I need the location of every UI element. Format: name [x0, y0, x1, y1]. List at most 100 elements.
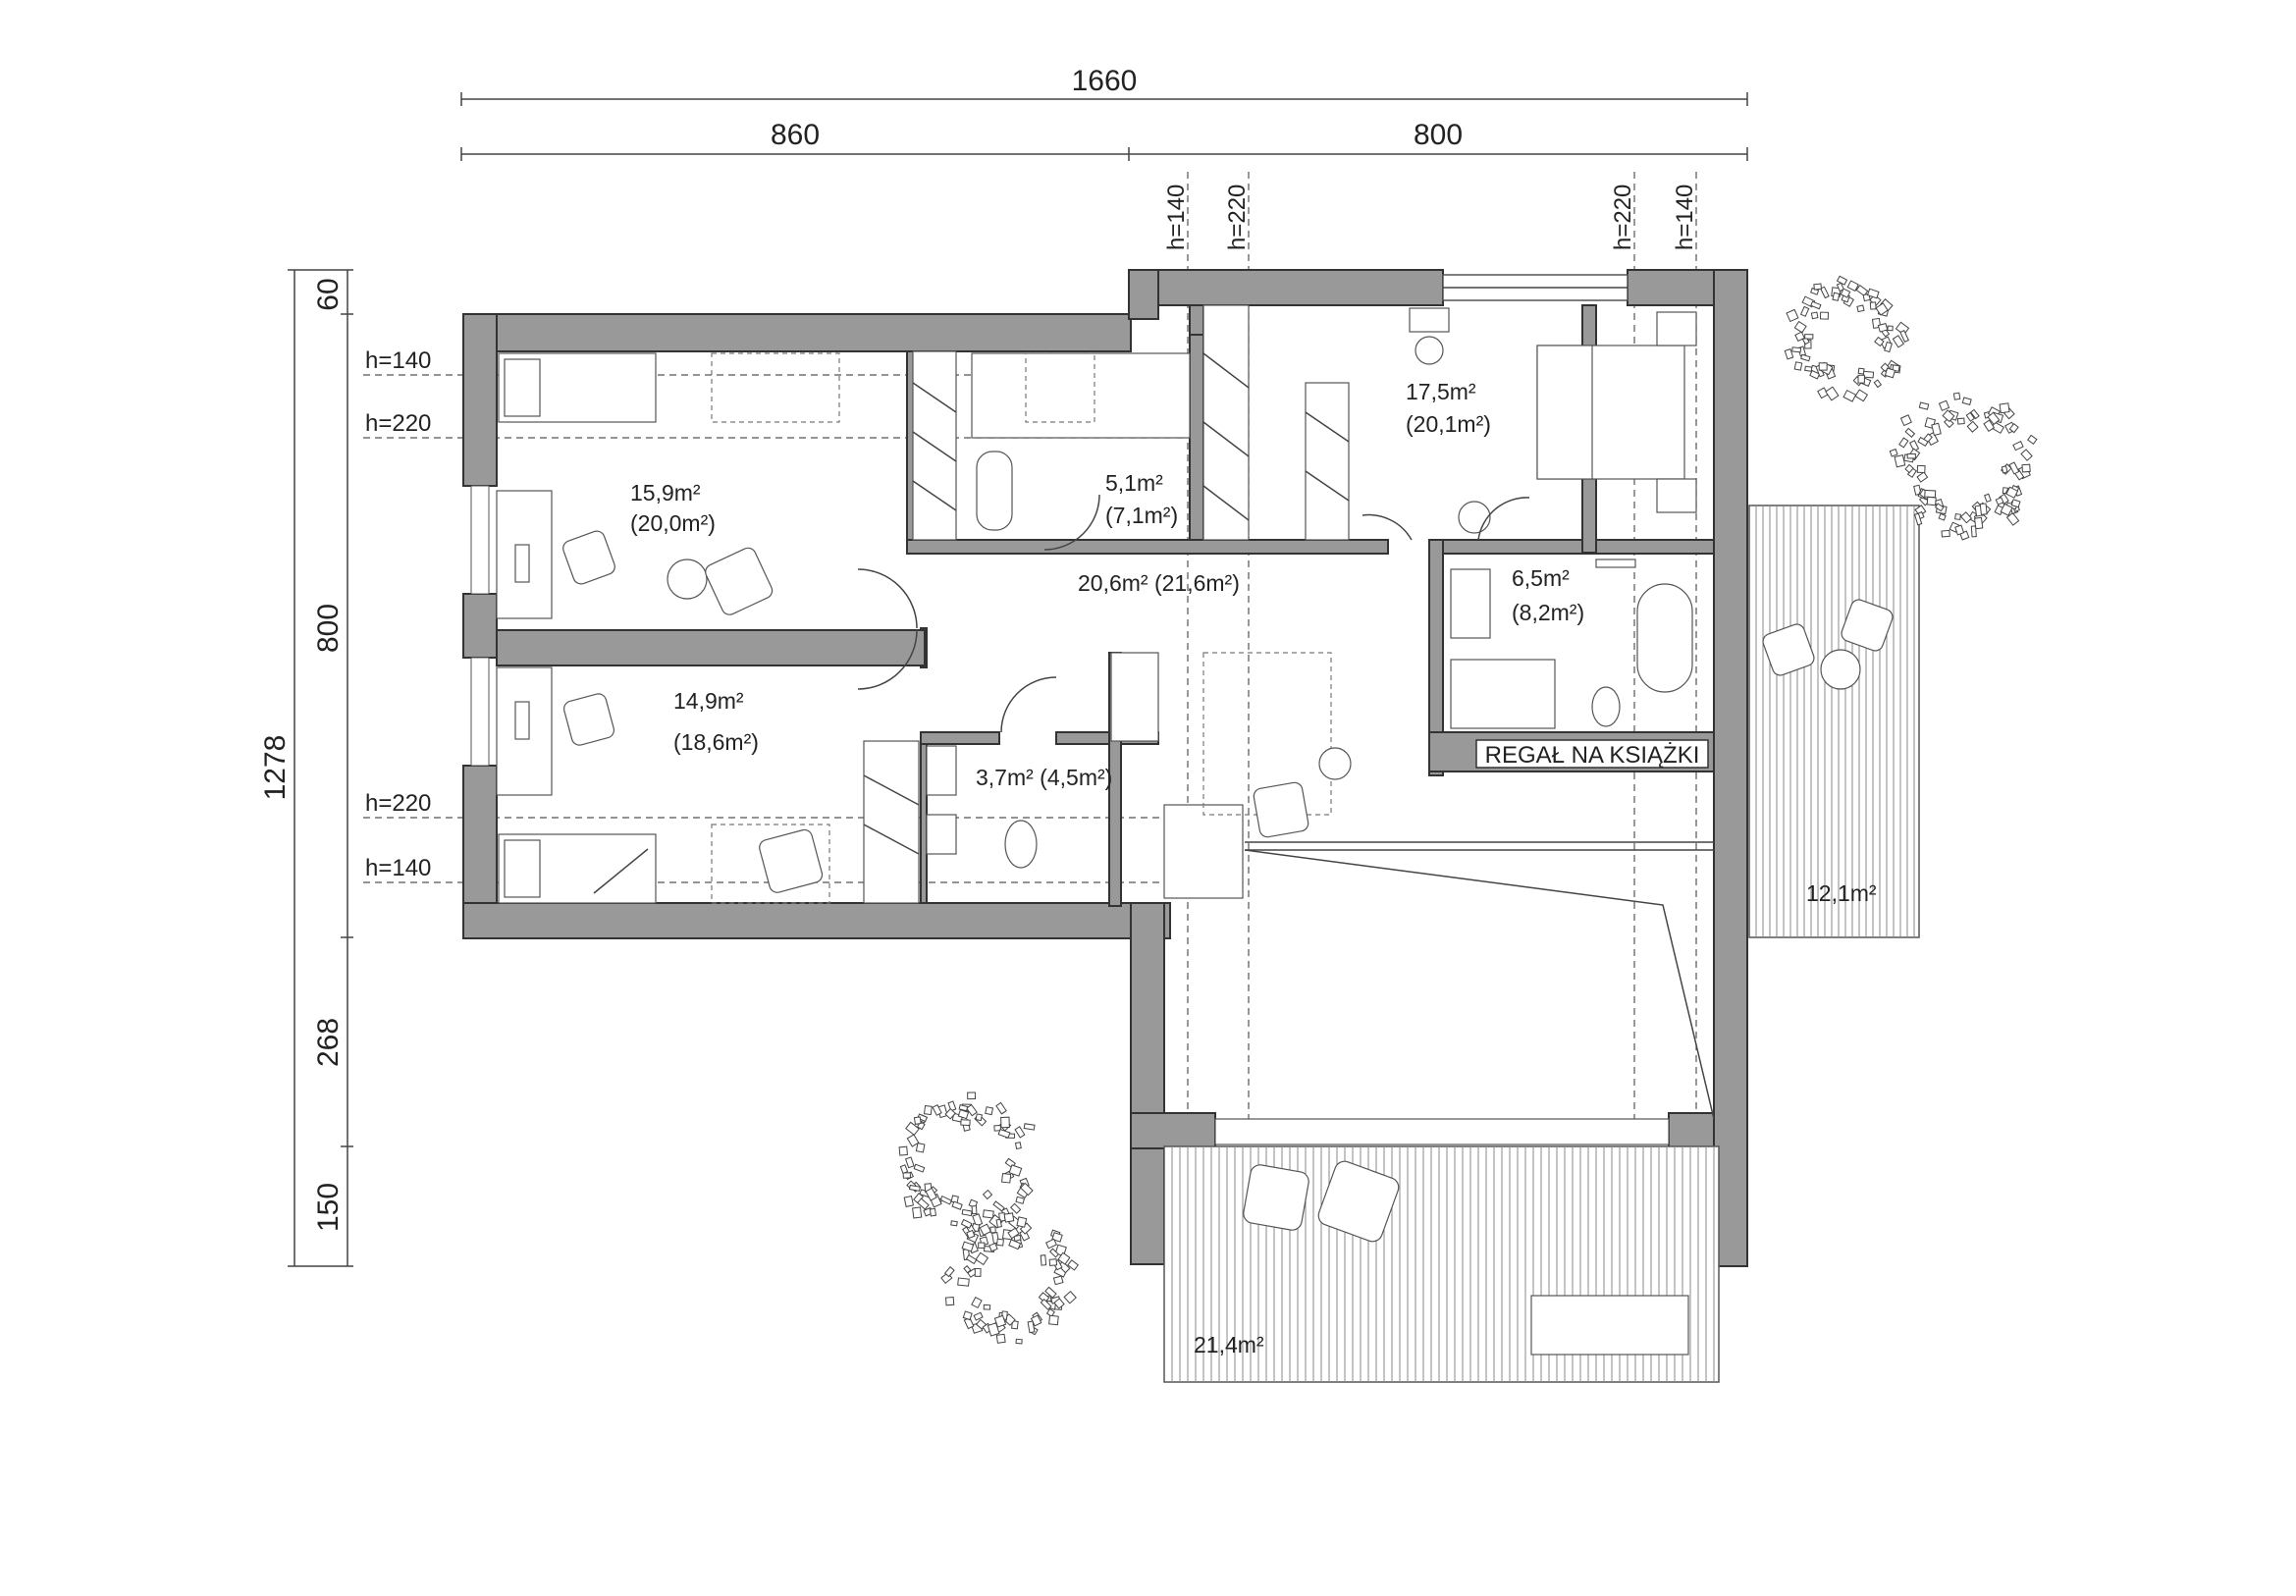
shrub-leaf	[974, 1267, 982, 1277]
shrub-leaf	[1045, 1307, 1055, 1317]
shrub-leaf	[2027, 434, 2038, 445]
shrub-leaf	[1011, 1320, 1019, 1330]
wc-area: 3,7m² (4,5m²)	[976, 765, 1112, 790]
shrub-leaf	[1020, 1182, 1034, 1197]
shrub-leaf	[1786, 308, 1799, 323]
shrub-leaf	[1906, 452, 1916, 459]
shrub-leaf	[1813, 283, 1823, 291]
shrub-leaf	[1899, 414, 1912, 427]
shrub-leaf	[1856, 304, 1865, 313]
shrub-leaf	[1048, 1258, 1058, 1266]
shrub-leaf	[960, 1218, 973, 1229]
shrub-leaf	[917, 1197, 930, 1210]
shrub-leaf	[1854, 389, 1869, 402]
shrub-leaf	[1987, 411, 2001, 426]
shrub-leaf	[1001, 1172, 1012, 1184]
shrub-leaf	[1983, 419, 1996, 432]
shrub-leaf	[943, 1266, 955, 1278]
shrub-leaf	[1895, 321, 1910, 336]
dim-total-height: 1278	[259, 735, 292, 801]
shrub-leaf	[903, 1195, 915, 1207]
shrub-leaf	[965, 1253, 978, 1265]
shrub-leaf	[995, 1238, 1004, 1247]
shrub-leaf	[1857, 367, 1865, 375]
shrub-leaf	[995, 1333, 1006, 1344]
shrub-leaf	[1040, 1254, 1047, 1266]
shrub-leaf	[1804, 365, 1813, 372]
dim-main-height: 800	[312, 604, 345, 653]
shrub-leaf	[1023, 1123, 1036, 1131]
dim-lower-height: 268	[312, 1018, 345, 1067]
shrub-leaf	[983, 1303, 991, 1310]
shrub-leaf	[1819, 311, 1829, 320]
shrub-leaf	[973, 1311, 984, 1321]
shrub-leaf	[1855, 285, 1869, 296]
room2-furniture	[496, 666, 920, 904]
shrub-leaf	[1904, 463, 1914, 474]
shrub-leaf	[1913, 512, 1923, 526]
shrub-leaf	[1045, 1238, 1057, 1250]
shrub-leaf	[1884, 367, 1896, 379]
shrub-leaf	[1003, 1212, 1015, 1223]
shrub-leaf	[958, 1104, 969, 1112]
dim-bottom-height: 150	[312, 1183, 345, 1232]
shrub-leaf	[1067, 1259, 1080, 1271]
shrub-leaf	[989, 1226, 996, 1234]
shrub-leaf	[1820, 286, 1830, 299]
shrub-leaf	[957, 1108, 970, 1120]
shrub-leaf	[1016, 1216, 1028, 1228]
room1-furniture	[496, 350, 957, 619]
shrub-leaf	[2020, 449, 2033, 461]
height-label-top-3: h=220	[1610, 185, 1636, 250]
hall-furniture	[1163, 652, 1715, 1120]
shrub-leaf	[1979, 503, 1988, 515]
shrub-leaf	[1904, 427, 1916, 438]
bookshelf-label: REGAŁ NA KSIĄŻKI	[1485, 742, 1700, 769]
shrub-leaf	[912, 1206, 923, 1219]
bathroom-furniture	[1450, 559, 1693, 729]
shrub-leaf	[1952, 392, 1961, 400]
terrace-furniture	[1243, 599, 1894, 1356]
bookshelf-box	[1475, 739, 1709, 769]
shrub-leaf	[1793, 320, 1807, 334]
shrub-leaf	[1051, 1232, 1063, 1243]
shrub-leaf	[1794, 331, 1805, 343]
shrub-leaf	[975, 1113, 983, 1122]
shrub-leaf	[988, 1242, 998, 1252]
shrub-leaf	[1908, 440, 1920, 452]
height-label-left-4: h=140	[365, 855, 431, 881]
shrub-leaf	[975, 1251, 989, 1266]
height-label-left-1: h=140	[365, 347, 431, 374]
shrub-leaf	[1791, 346, 1802, 353]
shrub-leaf	[966, 1229, 976, 1240]
height-label-top-2: h=220	[1224, 185, 1251, 250]
shrub-leaf	[1048, 1314, 1059, 1326]
shrub-leaf	[1040, 1298, 1052, 1310]
shrub-leaf	[963, 1265, 972, 1274]
shrub-leaf	[982, 1209, 994, 1219]
shrub-leaf	[1938, 512, 1947, 521]
shrub-leaf	[1984, 493, 1992, 503]
shrub-leaf	[2012, 441, 2024, 452]
shrub-leaf	[1027, 1320, 1036, 1334]
shrub-leaf	[1917, 436, 1929, 447]
terrace-bottom-area: 21,4m²	[1194, 1332, 1264, 1357]
wardrobe-area: 5,1m²	[1105, 470, 1163, 496]
shrub-leaf	[944, 1297, 955, 1306]
shrub-leaf	[929, 1207, 937, 1217]
shrub-leaf	[1916, 464, 1926, 474]
shrub-leaf	[961, 1208, 973, 1217]
shrub-leaf	[1942, 409, 1955, 423]
shrub-leaf	[1916, 471, 1929, 483]
shrub-leaf	[1809, 369, 1821, 380]
shrub-leaf	[1874, 336, 1885, 347]
shrub-leaf	[1869, 301, 1877, 310]
shrub-leaf	[1804, 334, 1814, 340]
shrub-leaf	[951, 1200, 963, 1210]
shrub-leaf	[1832, 292, 1841, 301]
wc-furniture	[926, 652, 1159, 869]
shrub-leaf	[1941, 529, 1950, 538]
shrub-leaf	[957, 1277, 970, 1287]
shrub-leaf	[995, 1218, 1002, 1228]
shrub-leaf	[1000, 1116, 1010, 1129]
